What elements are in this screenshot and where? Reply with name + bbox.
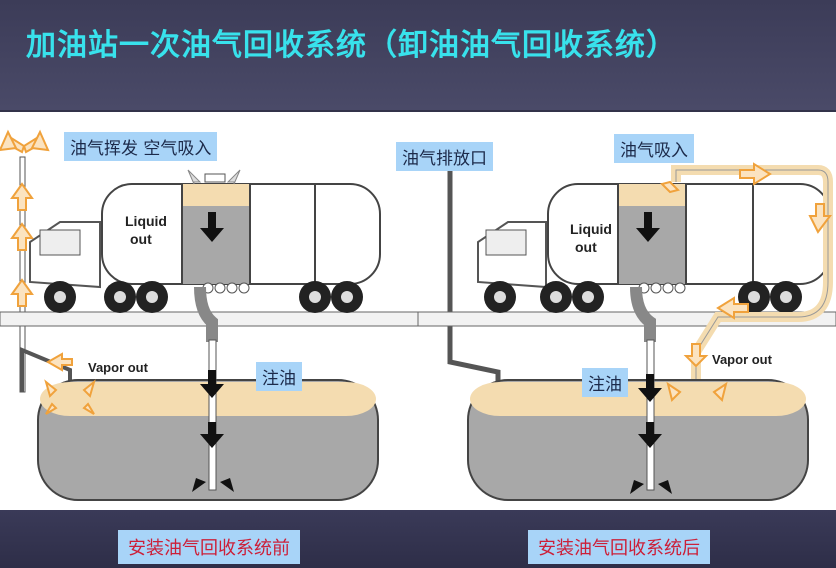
caption-after: 安装油气回收系统后: [528, 530, 710, 564]
fill-pipe: [646, 339, 655, 491]
truck-down-arrow: [636, 212, 660, 242]
callout-vent-outlet: 油气排放口: [396, 142, 493, 171]
vapor-return-hose-outline: [675, 169, 829, 382]
page-title: 加油站一次油气回收系统（卸油油气回收系统）: [26, 28, 677, 63]
fill-hose: [630, 286, 656, 342]
vent-up-arrows: [10, 182, 34, 307]
truck-vapor-space: [182, 184, 250, 206]
callout-fill: 注油: [256, 362, 302, 391]
vapor-out-label: Vapor out: [88, 360, 149, 375]
tank-vapor-arrows: [44, 352, 96, 415]
truck-down-arrow: [200, 212, 224, 242]
callout-vapor-intake: 油气吸入: [614, 134, 694, 163]
vent-pipe: [447, 162, 501, 384]
fill-pipe: [208, 339, 217, 491]
diagram-before: Liquid out: [0, 112, 418, 510]
truck-window: [485, 229, 527, 256]
diagram-after: Liquid out: [396, 112, 836, 510]
tank-hatch: [204, 173, 226, 183]
truck-label-out: out: [575, 239, 597, 255]
diagram-after-svg: Liquid out: [418, 162, 836, 501]
title-bar: [0, 0, 836, 110]
truck-label-out: out: [130, 231, 152, 247]
callout-evaporation-air-intake: 油气挥发 空气吸入: [64, 132, 218, 161]
callout-fill: 注油: [582, 368, 628, 397]
vapor-recovery-arrows: [660, 162, 832, 402]
hatch-air-arrows: [187, 169, 241, 185]
caption-before: 安装油气回收系统前: [118, 530, 300, 564]
truck-valves: [638, 282, 686, 294]
fill-hose: [194, 286, 218, 342]
tank-vapor-space: [470, 382, 806, 416]
vent-escape-arrows: [0, 129, 50, 154]
truck-wheels: [44, 281, 363, 313]
truck-window: [39, 229, 81, 256]
truck-label-liquid: Liquid: [125, 213, 167, 229]
fill-down-arrows: [192, 370, 234, 492]
truck-label-liquid: Liquid: [570, 221, 612, 237]
vapor-out-label: Vapor out: [712, 352, 773, 367]
fill-down-arrows: [630, 374, 672, 494]
diagram-before-svg: Liquid out: [0, 129, 418, 501]
